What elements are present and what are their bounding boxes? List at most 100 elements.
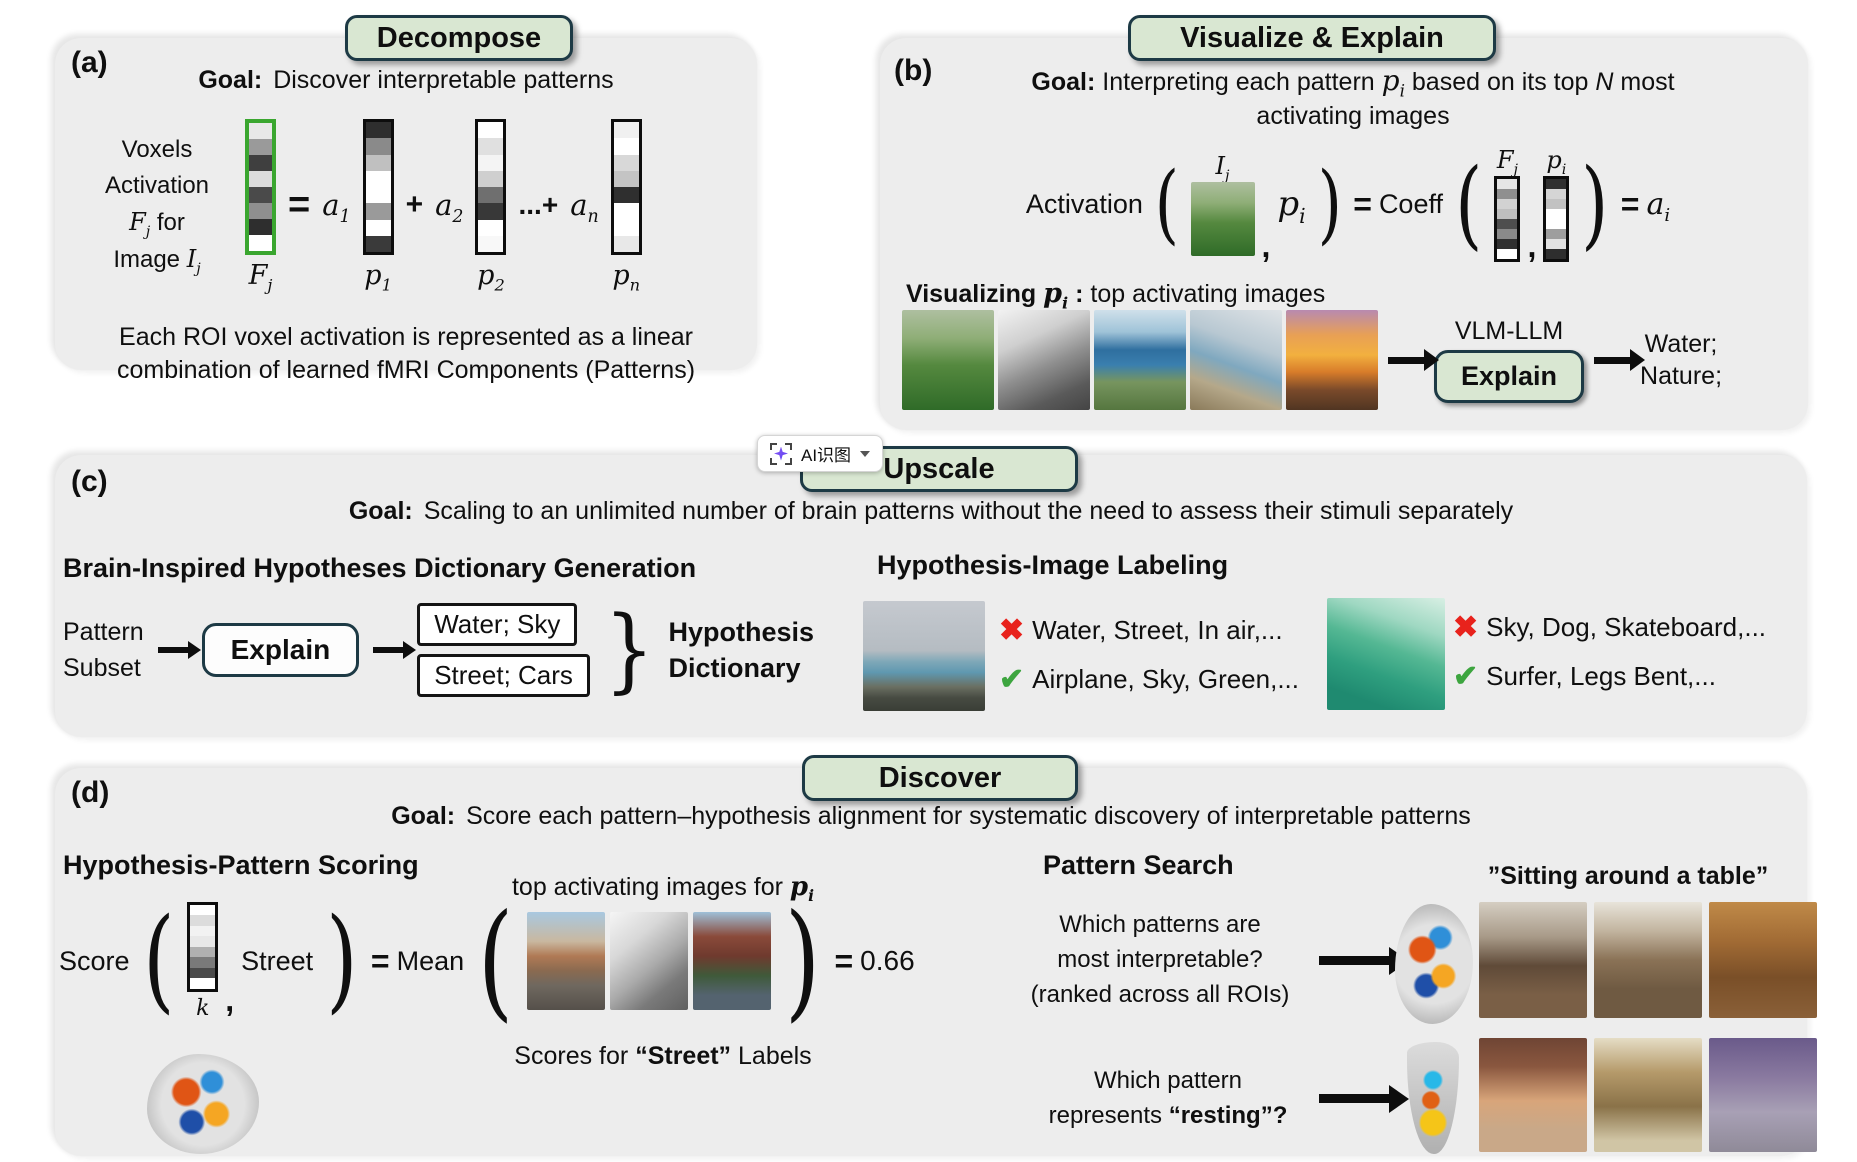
- header-discover: Discover: [802, 755, 1078, 801]
- math-var-ij: Ij: [186, 245, 201, 277]
- ai-image-recognition-button[interactable]: AI识图: [757, 435, 884, 472]
- flow-arrow-icon: [1319, 1094, 1389, 1103]
- subset-word: Subset: [63, 654, 141, 682]
- math-var-pi: pi: [1043, 278, 1069, 313]
- q1-line1: Which patterns are: [1059, 911, 1261, 938]
- goal-label: Goal:: [1031, 68, 1096, 96]
- left-paren: (: [478, 886, 514, 1034]
- voxel-vector-fj-mini: Fj: [1494, 146, 1521, 262]
- right-paren: ): [1581, 147, 1609, 260]
- scores-pre: Scores for: [514, 1042, 629, 1070]
- hypothesis-dictionary-label: Hypothesis Dictionary: [668, 614, 814, 687]
- right-labels-text: Surfer, Legs Bent,...: [1486, 661, 1716, 691]
- header-decompose: Decompose: [345, 15, 573, 61]
- math-var-ai: ai: [1646, 186, 1671, 226]
- surfer-label-rows: ✖ Sky, Dog, Skateboard,... ✔ Surfer, Leg…: [1453, 610, 1766, 694]
- photo-family-table: [1709, 902, 1817, 1018]
- goal-label: Goal:: [348, 497, 413, 525]
- vector-p1-label: p1: [364, 260, 392, 295]
- pattern-vector-p2: p2: [475, 119, 507, 295]
- equals-sign: =: [288, 183, 311, 226]
- sitting-around-table-title: ”Sitting around a table”: [1487, 862, 1769, 890]
- caption-line2: combination of learned fMRI Components (…: [116, 356, 696, 384]
- visualizing-caption: Visualizing pi : top activating images: [906, 278, 1325, 313]
- explanation-output: Water; Nature;: [1640, 328, 1722, 393]
- goal-mid: based on its top: [1411, 68, 1589, 96]
- photo-bw-shore: [610, 912, 689, 1010]
- hypothesis-boxes: Water; Sky Street; Cars: [417, 603, 590, 697]
- vector-p2-label: p2: [477, 260, 505, 295]
- table-images: [1479, 902, 1817, 1018]
- plus-sign: +: [405, 188, 424, 221]
- vector-pn: [610, 119, 642, 255]
- vector-p1: [362, 119, 394, 255]
- flow-arrow-icon: [1594, 356, 1631, 364]
- goal-label: Goal:: [391, 802, 456, 830]
- goal-line2: activating images: [1256, 101, 1450, 130]
- left-paren: (: [142, 895, 175, 1026]
- vector-pk: [187, 901, 219, 992]
- photo-sunset-beach: [1286, 310, 1378, 410]
- scan-corner: [770, 457, 777, 465]
- q2-line1: Which pattern: [1093, 1067, 1243, 1094]
- coeff-a1: a1: [322, 188, 351, 227]
- ai-button-label: AI识图: [801, 446, 852, 465]
- output-line1: Water;: [1644, 329, 1718, 358]
- brace-icon: }: [604, 596, 655, 704]
- pattern-vector-with-k: k: [187, 901, 219, 1021]
- activation-word: Activation: [1025, 188, 1143, 219]
- vector-pi-label: pi: [1546, 146, 1567, 178]
- wrong-labels-text: Water, Street, In air,...: [1032, 615, 1283, 645]
- top-activating-row: VLM-LLM Explain Water; Nature;: [902, 310, 1804, 410]
- math-var-pi: pi: [1277, 184, 1306, 228]
- dictionary-generation-heading: Brain-Inspired Hypotheses Dictionary Gen…: [63, 553, 697, 583]
- panel-d-tag: (d): [71, 776, 110, 809]
- photo-surfer-wave: [1327, 598, 1445, 710]
- flow-arrow-icon: [157, 647, 188, 653]
- scan-corner: [785, 457, 792, 465]
- photo-cafe-table: [1594, 902, 1702, 1018]
- label-line: Activation: [104, 172, 210, 199]
- vlm-explain-group: VLM-LLM Explain: [1434, 317, 1585, 403]
- wrong-labels-row: ✖ Water, Street, In air,...: [999, 613, 1299, 648]
- top-activating-images: [902, 310, 1378, 410]
- right-paren: ): [326, 895, 358, 1026]
- check-icon: ✔: [999, 663, 1025, 696]
- chevron-down-icon[interactable]: [860, 450, 871, 457]
- cross-icon: ✖: [1453, 611, 1479, 644]
- photo-hippos-waterside: [1190, 182, 1255, 256]
- scores-for-street-label: Scores for “Street” Labels: [463, 1042, 863, 1071]
- photo-resting-people: [1709, 1038, 1817, 1152]
- goal-text: Discover interpretable patterns: [273, 66, 614, 94]
- coeff-a2: a2: [435, 188, 464, 227]
- photo-airplane-runway: [863, 601, 985, 711]
- math-var-fj: Fj: [129, 208, 151, 240]
- vector-pn-label: pn: [612, 260, 641, 295]
- q1-line2: most interpretable?: [1057, 945, 1263, 973]
- stimulus-image-with-label: Ij: [1190, 152, 1255, 256]
- vector-p2: [475, 119, 507, 255]
- panel-b-tag: (b): [894, 54, 933, 87]
- score-value: 0.66: [860, 945, 915, 976]
- panel-d-goal: Goal: Score each pattern–hypothesis alig…: [55, 800, 1807, 834]
- pattern-vector-pi-mini: pi: [1543, 146, 1570, 262]
- k-subscript: k: [196, 995, 210, 1021]
- scoring-formula: Score ( k , Street ) = Mean ( ) = 0.66: [59, 886, 915, 1034]
- label-image: Image: [113, 246, 181, 273]
- flow-arrow-icon: [1388, 356, 1424, 364]
- comma: ,: [225, 982, 235, 1018]
- panel-c-goal: Goal: Scaling to an unlimited number of …: [55, 495, 1807, 529]
- flow-arrow-icon: [373, 647, 404, 653]
- panel-a-caption: Each ROI voxel activation is represented…: [55, 321, 757, 387]
- label-line: Voxels: [121, 136, 193, 163]
- scoring-images: [527, 912, 772, 1010]
- vlm-llm-label: VLM-LLM: [1454, 317, 1564, 345]
- coeff-word: Coeff: [1378, 188, 1443, 219]
- q2-pre: represents: [1048, 1101, 1163, 1129]
- goal-text: Score each pattern–hypothesis alignment …: [466, 802, 1471, 830]
- left-paren: (: [1154, 153, 1179, 254]
- goal-pre: Interpreting each pattern: [1102, 68, 1375, 96]
- panel-a-goal: Goal: Discover interpretable patterns: [55, 64, 757, 98]
- photo-sleeping-person: [1479, 1038, 1587, 1152]
